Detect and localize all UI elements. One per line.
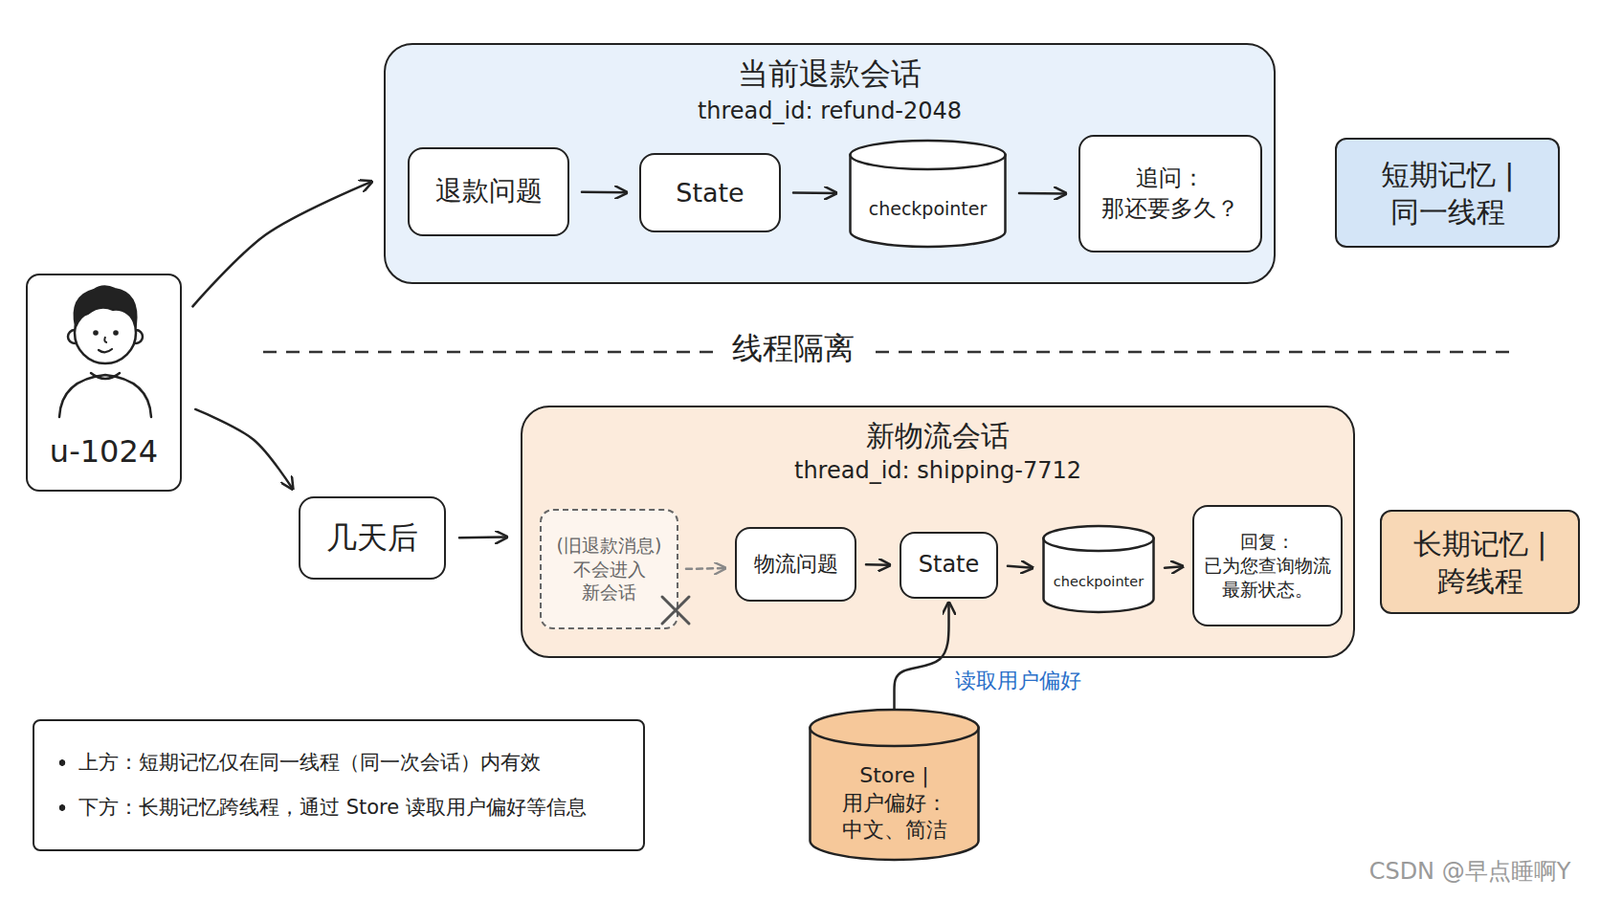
process-box: 物流问题	[734, 527, 857, 602]
database-cylinder: checkpointer	[848, 139, 1007, 247]
process-box: State	[899, 532, 999, 600]
node-text: State	[675, 176, 744, 210]
node-text: (旧退款消息)	[556, 533, 663, 558]
cylinder-top	[850, 140, 1006, 170]
node-text: Store | 用户偏好： 中文、简洁	[814, 762, 975, 845]
isolation-label: 线程隔离	[732, 328, 855, 371]
node-text: 短期记忆 | 同一线程	[1346, 155, 1549, 231]
process-box: State	[639, 153, 781, 233]
node-text: 几天后	[326, 518, 419, 559]
watermark: CSDN @早点睡啊Y	[1369, 856, 1572, 888]
isolation-line	[875, 351, 1512, 355]
node-text: 不会进入 新会话	[547, 557, 671, 605]
process-box: 追问： 那还要多久？	[1078, 134, 1263, 253]
database-cylinder: Store | 用户偏好： 中文、简洁	[808, 709, 980, 861]
memory-tag: 长期记忆 | 跨线程	[1379, 510, 1580, 615]
process-box: 退款问题	[407, 147, 570, 237]
node-text: State	[918, 550, 980, 580]
database-cylinder: checkpointer	[1042, 525, 1156, 613]
thread-id: thread_id: refund-2048	[697, 96, 962, 127]
flow-arrow	[192, 181, 372, 308]
session-group: 当前退款会话thread_id: refund-2048 退款问题 State che…	[383, 43, 1276, 285]
node-text: 回复： 已为您查询物流 最新状态。	[1201, 530, 1334, 601]
cylinder-top	[810, 710, 979, 747]
group-title: 新物流会话	[866, 417, 1010, 455]
node-text: checkpointer	[868, 197, 988, 222]
node-text: 物流问题	[754, 551, 839, 579]
node-text: u-1024	[49, 432, 158, 473]
process-box: 回复： 已为您查询物流 最新状态。	[1192, 505, 1343, 627]
cylinder-outline	[1042, 525, 1156, 613]
thread-id: thread_id: shipping-7712	[794, 456, 1082, 487]
user-card: u-1024	[25, 273, 182, 492]
note-line: 下方：长期记忆跨线程，通过 Store 读取用户偏好等信息	[55, 795, 587, 822]
process-box: 几天后	[298, 496, 446, 580]
cylinder-body	[810, 728, 979, 861]
flow-arrow	[459, 535, 508, 539]
session-group: 新物流会话thread_id: shipping-7712 (旧退款消息)不会进入…	[520, 405, 1356, 659]
memory-tag: 短期记忆 | 同一线程	[1334, 137, 1560, 248]
note-line: 上方：短期记忆仅在同一线程（同一次会话）内有效	[55, 750, 541, 777]
flow-arrow	[195, 409, 293, 489]
note-box: 上方：短期记忆仅在同一线程（同一次会话）内有效下方：长期记忆跨线程，通过 Sto…	[32, 719, 645, 852]
cylinder-top	[1044, 526, 1155, 552]
node-text: checkpointer	[1053, 573, 1144, 592]
node-text: 长期记忆 | 跨线程	[1391, 525, 1569, 600]
isolation-line	[263, 351, 713, 355]
cylinder-outline	[848, 139, 1007, 247]
group-title: 当前退款会话	[737, 54, 922, 95]
excluded-box: (旧退款消息)不会进入 新会话	[539, 509, 679, 630]
node-text: 追问： 那还要多久？	[1088, 163, 1253, 223]
node-text: 退款问题	[435, 174, 543, 209]
edge-label: 读取用户偏好	[955, 666, 1082, 696]
